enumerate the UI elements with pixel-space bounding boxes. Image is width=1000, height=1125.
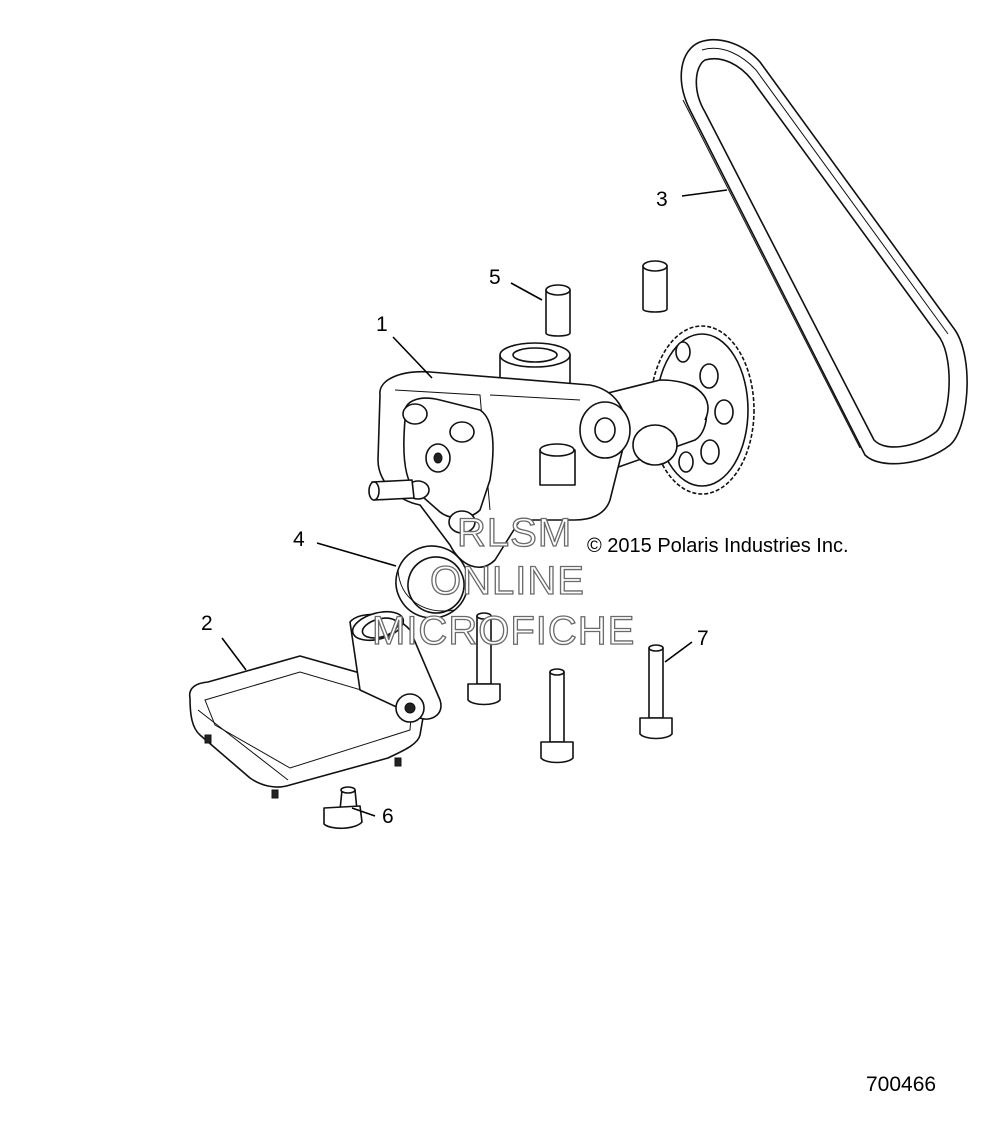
figure-number: 700466: [866, 1073, 936, 1096]
callout-2: 2: [201, 612, 213, 635]
mounting-bolt-3: [639, 644, 673, 740]
o-ring-seal: [395, 545, 469, 619]
callout-5: 5: [489, 266, 501, 289]
callout-1: 1: [376, 313, 388, 336]
watermark-line-2: ONLINE: [430, 559, 585, 603]
oil-pickup-strainer: [188, 610, 442, 799]
watermark-line-3: MICROFICHE: [372, 609, 635, 653]
oil-pump-assembly: [368, 342, 709, 569]
mounting-bolt-2: [540, 668, 574, 764]
dowel-pin-2: [642, 260, 668, 313]
callout-6: 6: [382, 805, 394, 828]
mounting-bolt: [467, 612, 501, 706]
watermark-line-1: RLSM: [457, 511, 572, 555]
callout-7: 7: [697, 627, 709, 650]
plug-screw: [323, 786, 363, 830]
leader-lines: [221, 189, 728, 817]
callout-4: 4: [293, 528, 305, 551]
drive-chain: [680, 38, 968, 465]
callout-3: 3: [656, 188, 668, 211]
dowel-pin: [545, 284, 571, 337]
cover-bolt: [402, 403, 476, 534]
copyright-notice: © 2015 Polaris Industries Inc.: [587, 535, 849, 557]
